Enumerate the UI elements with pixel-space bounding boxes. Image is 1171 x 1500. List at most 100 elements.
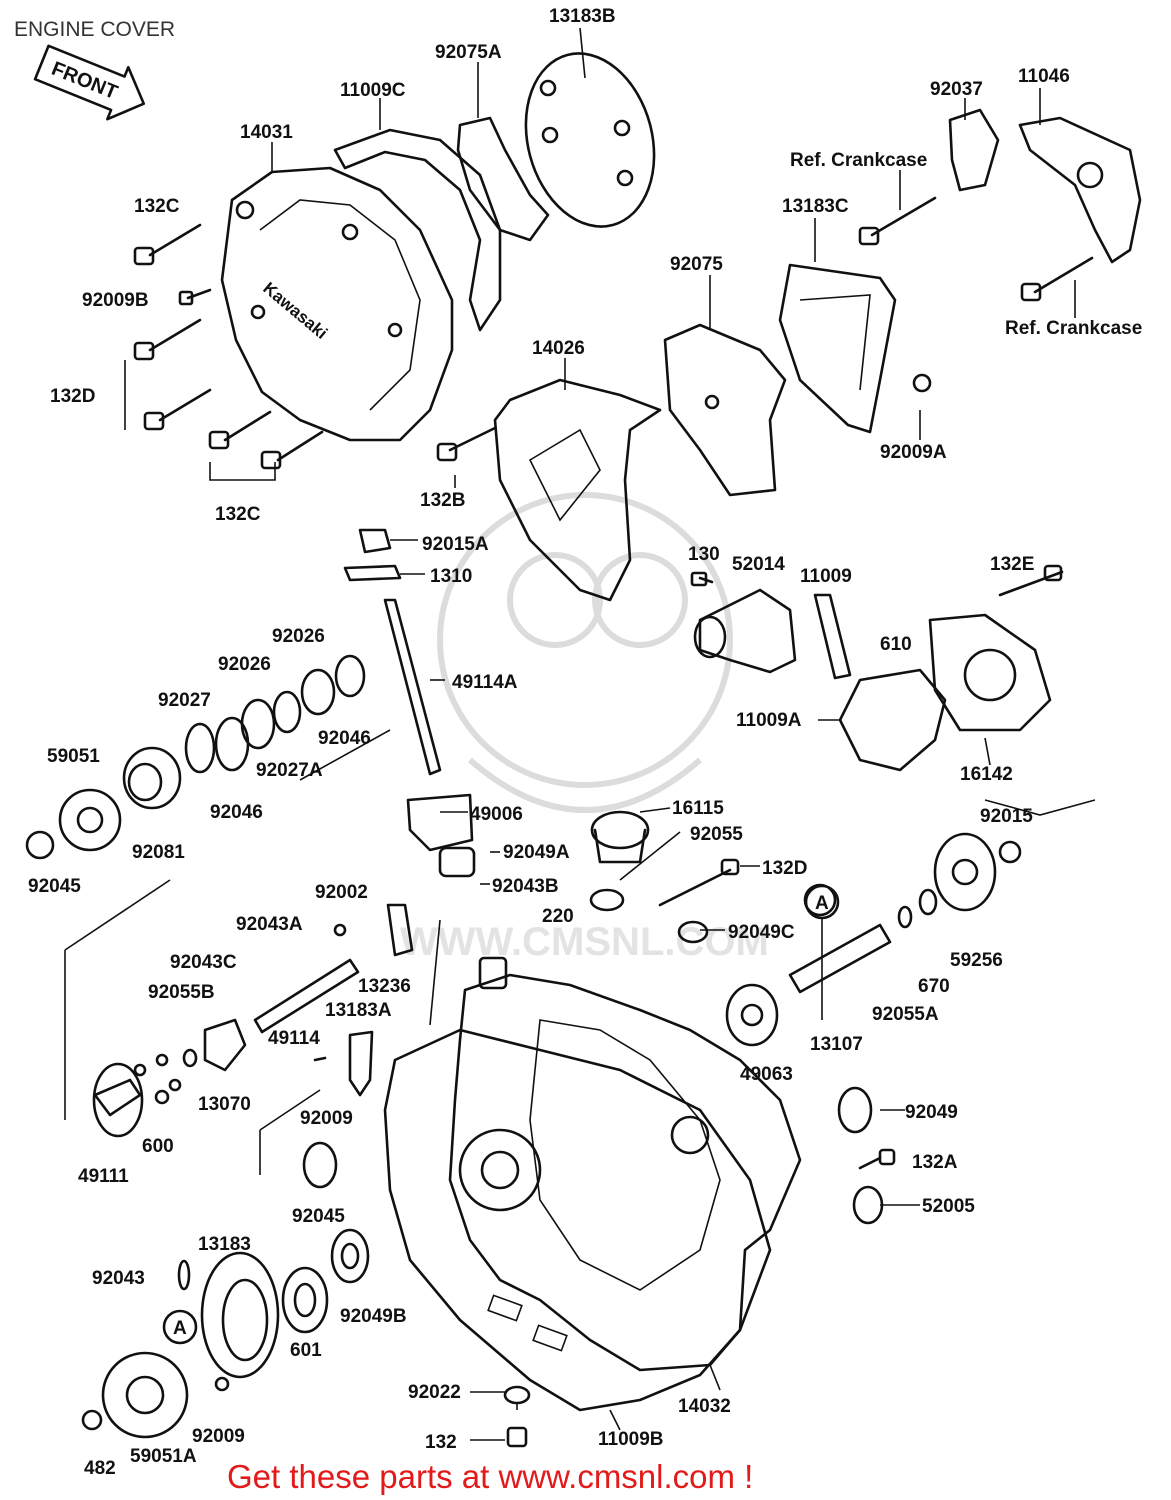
ref-A-right: A xyxy=(815,893,829,914)
label-13070: 13070 xyxy=(198,1094,251,1115)
label-59256: 59256 xyxy=(950,950,1003,971)
label-11009: 11009 xyxy=(800,566,852,587)
label-11009A: 11009A xyxy=(736,710,802,731)
part-gasket-11009B xyxy=(383,1028,772,1412)
label-132E: 132E xyxy=(990,554,1034,575)
label-59051: 59051 xyxy=(47,746,100,767)
label-132A: 132A xyxy=(912,1152,958,1173)
label-92027: 92027 xyxy=(158,690,211,711)
part-labels: 13183B 92075A 11009C 14031 92037 11046 1… xyxy=(28,6,1142,1479)
page-title: ENGINE COVER xyxy=(14,18,175,41)
label-132C-top: 132C xyxy=(134,196,180,217)
label-92043A: 92043A xyxy=(236,914,303,935)
part-sprocket-cover-14026 xyxy=(436,378,662,602)
label-92037: 92037 xyxy=(930,79,983,100)
label-92009B: 92009B xyxy=(82,290,149,311)
label-13236: 13236 xyxy=(358,976,411,997)
label-52014: 52014 xyxy=(732,554,785,575)
part-92045-bearing xyxy=(302,1141,338,1189)
ref-A-left: A xyxy=(173,1318,187,1339)
label-14032: 14032 xyxy=(678,1396,731,1417)
label-92055: 92055 xyxy=(690,824,743,845)
part-bottom-bolts xyxy=(503,1086,896,1448)
label-49006: 49006 xyxy=(470,804,523,825)
label-1310: 1310 xyxy=(430,566,472,587)
label-220: 220 xyxy=(542,906,574,927)
watermark-logo: WWW.CMSNL.COM xyxy=(400,492,769,964)
part-oil-cap-16115 xyxy=(589,810,650,912)
label-16142: 16142 xyxy=(960,764,1013,785)
label-59051A: 59051A xyxy=(130,1446,197,1467)
part-clutch-cover-14031: Kawasaki xyxy=(220,166,454,442)
label-92049B: 92049B xyxy=(340,1306,407,1327)
label-92022: 92022 xyxy=(408,1382,461,1403)
ref-A-circle-left xyxy=(162,1309,198,1345)
label-49114: 49114 xyxy=(268,1028,320,1049)
label-132B: 132B xyxy=(420,490,465,511)
part-water-pump-16142 xyxy=(838,613,1052,772)
label-14026: 14026 xyxy=(532,338,585,359)
part-cover-13183C xyxy=(778,263,932,434)
part-bearings-601-92049B xyxy=(281,1228,370,1334)
label-92043B: 92043B xyxy=(492,876,559,897)
part-13183A xyxy=(313,1030,374,1097)
label-92081: 92081 xyxy=(132,842,185,863)
label-13183B: 13183B xyxy=(549,6,616,27)
label-92046-b: 92046 xyxy=(210,802,263,823)
bolts-right-crankcase xyxy=(858,196,1094,302)
label-13183A: 13183A xyxy=(325,1000,392,1021)
label-92055B: 92055B xyxy=(148,982,215,1003)
label-132C-bottom: 132C xyxy=(215,504,261,525)
label-92009A: 92009A xyxy=(880,442,947,463)
part-cover-13183B xyxy=(524,52,656,228)
label-670: 670 xyxy=(918,976,950,997)
label-13183: 13183 xyxy=(198,1234,251,1255)
label-92002: 92002 xyxy=(315,882,368,903)
label-49111: 49111 xyxy=(78,1166,129,1187)
part-52014-11009 xyxy=(690,564,1064,680)
label-92049A: 92049A xyxy=(503,842,570,863)
label-11009B: 11009B xyxy=(598,1429,664,1450)
label-92046-a: 92046 xyxy=(318,728,371,749)
footer-promo-link[interactable]: Get these parts at www.cmsnl.com ! xyxy=(227,1458,753,1495)
label-92055A: 92055A xyxy=(872,1004,939,1025)
part-lever-11046 xyxy=(1018,116,1142,264)
label-601: 601 xyxy=(290,1340,322,1361)
part-cover-13183 xyxy=(177,1251,280,1392)
part-gasket-92075A xyxy=(456,116,550,242)
label-92045-b: 92045 xyxy=(292,1206,345,1227)
brand-mark: Kawasaki xyxy=(259,279,331,343)
part-13236 xyxy=(333,903,414,957)
label-92026-a: 92026 xyxy=(272,626,325,647)
part-sprocket-59051 xyxy=(25,788,122,860)
label-130: 130 xyxy=(688,544,720,565)
part-seal-49063 xyxy=(677,920,779,1047)
label-16115: 16115 xyxy=(672,798,724,819)
label-92015A: 92015A xyxy=(422,534,489,555)
label-92049: 92049 xyxy=(905,1102,958,1123)
label-13183C: 13183C xyxy=(782,196,849,217)
label-132D-right: 132D xyxy=(762,858,807,879)
label-92027A: 92027A xyxy=(256,760,323,781)
label-13107: 13107 xyxy=(810,1034,863,1055)
watermark-text: WWW.CMSNL.COM xyxy=(400,920,769,964)
label-ref-crankcase-1: Ref. Crankcase xyxy=(790,150,927,171)
label-92009-a: 92009 xyxy=(300,1108,353,1129)
label-132D-left: 132D xyxy=(50,386,95,407)
label-49063: 49063 xyxy=(740,1064,793,1085)
label-92075A: 92075A xyxy=(435,42,502,63)
label-11009C: 11009C xyxy=(340,80,406,101)
label-92015: 92015 xyxy=(980,806,1033,827)
bolts-left xyxy=(133,223,324,470)
part-59256 xyxy=(897,832,1022,929)
part-sprocket-59051A xyxy=(81,1351,189,1439)
label-610: 610 xyxy=(880,634,912,655)
label-132: 132 xyxy=(425,1432,457,1453)
part-shaft-49114A xyxy=(383,598,442,776)
label-92009-b: 92009 xyxy=(192,1426,245,1447)
label-92045-a: 92045 xyxy=(28,876,81,897)
label-92043: 92043 xyxy=(92,1268,145,1289)
part-92015A-small xyxy=(343,528,402,582)
part-49006 xyxy=(406,793,476,878)
